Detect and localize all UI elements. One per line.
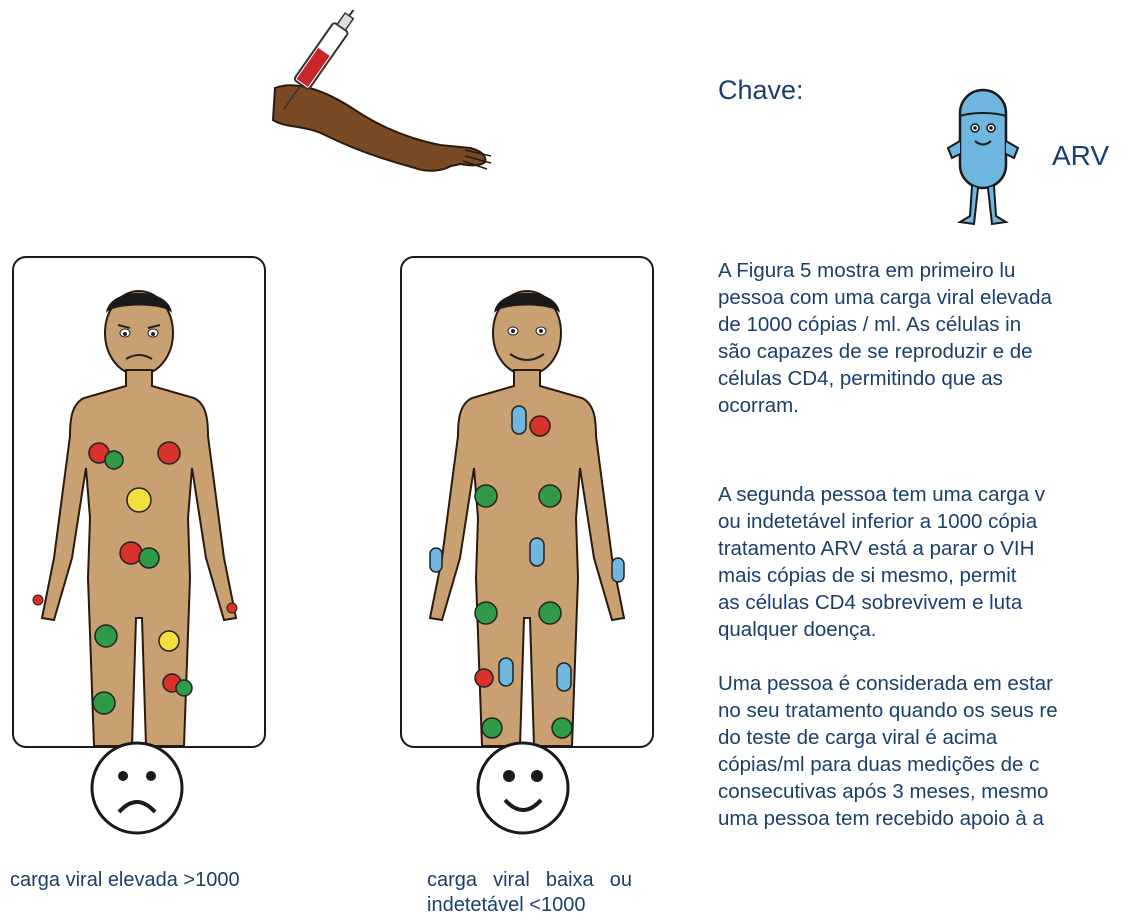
body-illustration-healthy (402, 258, 652, 746)
arv-pill-icon (942, 86, 1024, 228)
paragraph-2: A segunda pessoa tem uma carga v ou inde… (718, 481, 1136, 643)
paragraph-1: A Figura 5 mostra em primeiro lu pessoa … (718, 257, 1136, 419)
key-title: Chave: (718, 75, 804, 106)
happy-face-icon (473, 738, 573, 838)
caption-low-viral-load: carga viral baixa ou indetetável <1000 (427, 868, 632, 918)
body-illustration-sick (14, 258, 264, 746)
figure-low-viral-load (400, 256, 654, 748)
arv-label: ARV (1052, 140, 1109, 172)
figure-high-viral-load (12, 256, 266, 748)
paragraph-3: Uma pessoa é considerada em estar no seu… (718, 670, 1136, 832)
sad-face-icon (87, 738, 187, 838)
syringe-arm-icon (265, 10, 495, 195)
caption-high-viral-load: carga viral elevada >1000 (10, 868, 310, 893)
